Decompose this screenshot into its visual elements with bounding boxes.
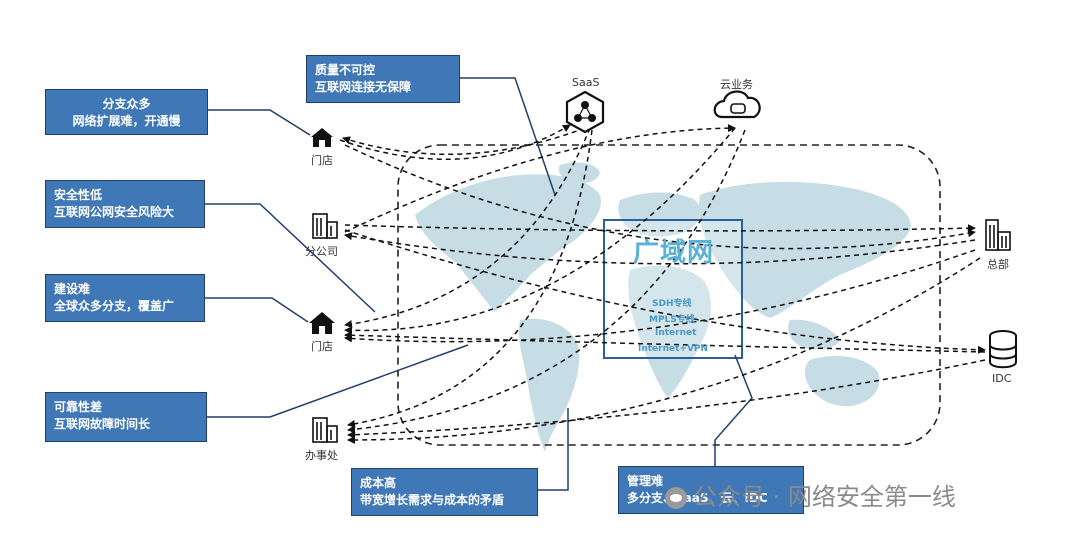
- wan-line-mpls: MPLS专线: [649, 315, 695, 325]
- node-label-cloud: 云业务: [720, 78, 753, 91]
- link-idc-office: [347, 359, 986, 439]
- wechat-icon: [665, 487, 687, 509]
- callout-title: 管理难: [627, 474, 664, 488]
- callout-title: 质量不可控: [315, 63, 376, 77]
- link-cloud-office: [347, 129, 746, 434]
- store-icon: [309, 312, 335, 334]
- callout-build: 建设难 全球众多分支，覆盖广: [45, 274, 205, 322]
- callout-desc: 互联网故障时间长: [54, 417, 151, 431]
- callout-cost: 成本高 带宽增长需求与成本的矛盾: [351, 468, 538, 516]
- map-australia: [804, 356, 880, 407]
- callout-quality: 质量不可控 互联网连接无保障: [306, 55, 460, 103]
- node-label-store: 门店: [311, 154, 333, 167]
- map-north-america: [415, 174, 601, 312]
- watermark-text: 公众号 · 网络安全第一线: [693, 483, 956, 511]
- wan-title: 广域网: [633, 238, 715, 268]
- network-region-outline: [397, 144, 941, 446]
- link-branch-cloud: [344, 124, 736, 233]
- node-label-idc: IDC: [992, 372, 1012, 385]
- map-africa: [628, 265, 712, 398]
- callout-desc: 互联网连接无保障: [315, 80, 412, 94]
- callout-branch-many: 分支众多 网络扩展难，开通慢: [45, 89, 208, 135]
- callout-title: 建设难: [54, 282, 91, 296]
- callout-manage: 管理难 多分支、SaaS、云、IDC: [618, 466, 804, 514]
- callout-security: 安全性低 互联网公网安全风险大: [45, 180, 205, 228]
- leader-reliability: [207, 344, 469, 418]
- callout-title: 成本高: [360, 476, 397, 490]
- leader-cost: [538, 408, 569, 491]
- callout-desc: 网络扩展难，开通慢: [72, 114, 181, 128]
- wan-line-internet: Internet: [655, 328, 697, 338]
- map-south-america: [518, 318, 580, 452]
- database-icon: [989, 330, 1017, 369]
- link-store1-hq: [344, 144, 976, 250]
- branch-building-icon: [312, 213, 338, 239]
- leader-build: [205, 297, 309, 323]
- callout-reliability: 可靠性差 互联网故障时间长: [45, 392, 207, 442]
- map-greenland: [558, 162, 600, 184]
- link-idc-store2: [344, 331, 986, 353]
- node-label-hq: 总部: [987, 258, 1009, 271]
- callout-desc: 多分支、SaaS、云、IDC: [627, 491, 768, 505]
- wan-line-sdh: SDH专线: [652, 299, 692, 309]
- node-label-office: 办事处: [305, 449, 338, 462]
- hq-building-icon: [985, 219, 1011, 251]
- link-saas-store2: [344, 127, 591, 328]
- map-asia: [699, 181, 911, 318]
- leader-security: [205, 203, 376, 313]
- node-label-branch-company: 分公司: [305, 245, 338, 258]
- callout-title: 可靠性差: [54, 400, 103, 414]
- link-branch-hq: [344, 224, 976, 233]
- office-building-icon: [312, 417, 338, 443]
- wan-box: [603, 219, 743, 359]
- link-saas-office: [347, 129, 593, 428]
- leader-manage: [714, 354, 753, 468]
- leader-quality: [460, 77, 556, 196]
- leader-branch-many: [208, 109, 311, 136]
- callout-desc: 全球众多分支，覆盖广: [54, 299, 175, 313]
- cloud-icon: [713, 90, 761, 119]
- saas-hexagon-icon: [565, 90, 605, 134]
- callout-desc: 互联网公网安全风险大: [54, 205, 175, 219]
- link-cloud-store2: [344, 127, 736, 335]
- link-hq-store2: [344, 249, 976, 343]
- node-label-store: 门店: [311, 340, 333, 353]
- link-hq-office: [347, 257, 981, 444]
- link-hq-branch: [344, 232, 976, 265]
- callout-title: 分支众多: [102, 97, 151, 111]
- callout-desc: 带宽增长需求与成本的矛盾: [360, 493, 505, 507]
- watermark: 公众号 · 网络安全第一线: [665, 477, 956, 512]
- wan-line-internet-vpn: Internet+VPN: [638, 344, 709, 354]
- world-map: [415, 162, 911, 452]
- callout-title: 安全性低: [54, 188, 103, 202]
- link-store1-saas: [339, 124, 571, 161]
- link-saas-store1: [342, 127, 586, 156]
- node-label-saas: SaaS: [572, 76, 600, 89]
- store-icon: [311, 128, 333, 147]
